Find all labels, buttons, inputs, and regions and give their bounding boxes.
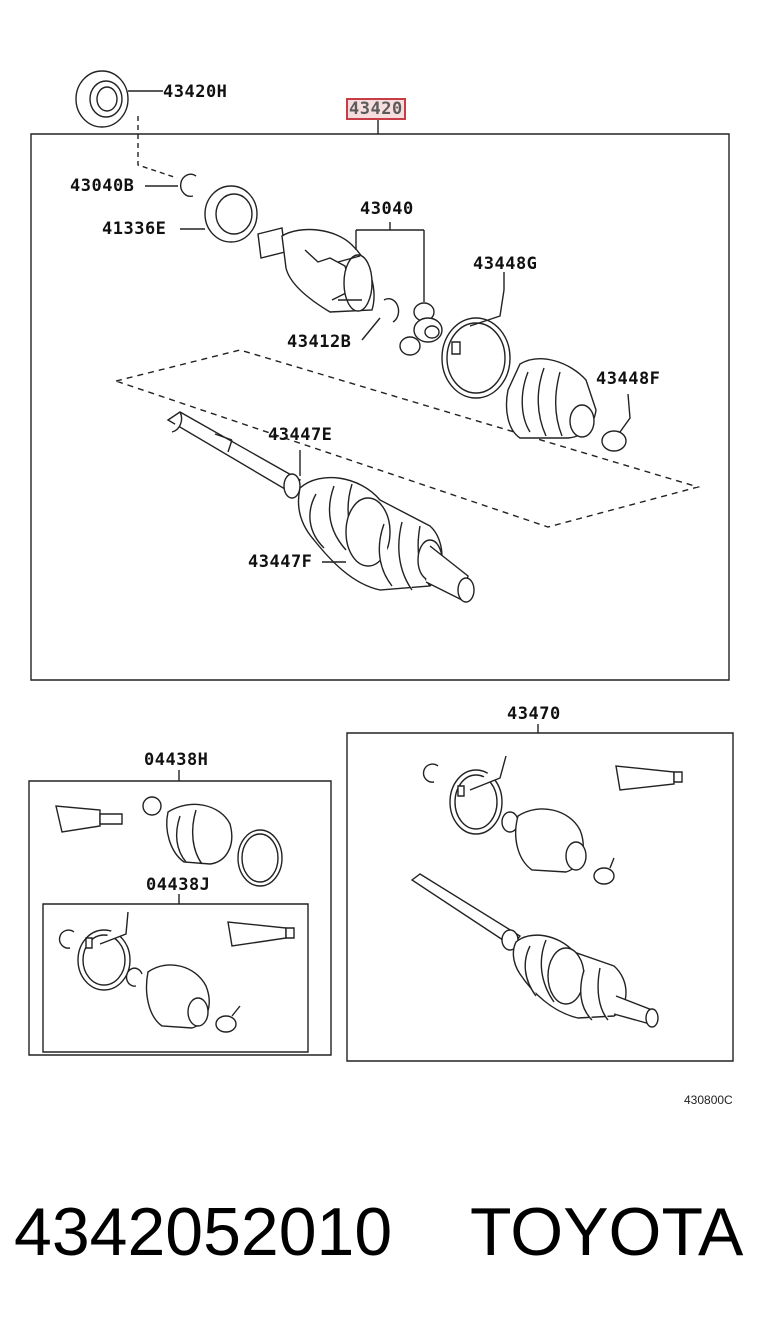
kit-label-04438h[interactable]: 04438H bbox=[144, 750, 209, 770]
kit-label-04438j[interactable]: 04438J bbox=[146, 875, 211, 895]
part-label-43040[interactable]: 43040 bbox=[360, 199, 414, 219]
snap-ring-drawing bbox=[181, 174, 196, 196]
part-label-43412b[interactable]: 43412B bbox=[287, 332, 352, 352]
shaft-group-dashed-boundary bbox=[116, 350, 698, 527]
part-label-43447e[interactable]: 43447E bbox=[268, 425, 333, 445]
oil-seal-drawing bbox=[76, 71, 163, 127]
snap-ring-43412b-drawing bbox=[384, 299, 399, 322]
kit-label-43470[interactable]: 43470 bbox=[507, 704, 561, 724]
kit-04438h-frame bbox=[29, 781, 331, 1055]
kit-04438j-frame bbox=[43, 904, 308, 1052]
part-label-43448f[interactable]: 43448F bbox=[596, 369, 661, 389]
catalog-code: 430800C bbox=[684, 1093, 733, 1107]
bearing-drawing bbox=[180, 186, 257, 242]
main-assembly-label[interactable]: 43420 bbox=[346, 98, 406, 120]
main-assembly-frame bbox=[31, 134, 729, 680]
large-clamp-drawing bbox=[442, 272, 510, 398]
kit-43470-frame bbox=[347, 733, 733, 1061]
brand-name: TOYOTA bbox=[470, 1194, 744, 1270]
leader-43412b bbox=[362, 318, 380, 340]
leader-43040 bbox=[356, 222, 424, 302]
part-label-43420h[interactable]: 43420H bbox=[163, 82, 228, 102]
part-label-43448g[interactable]: 43448G bbox=[473, 254, 538, 274]
kit-04438h-parts bbox=[56, 797, 282, 886]
kit-04438j-parts bbox=[60, 912, 294, 1032]
part-label-41336e[interactable]: 41336E bbox=[102, 219, 167, 239]
outer-race-drawing bbox=[258, 228, 374, 312]
tripod-drawing bbox=[400, 303, 442, 355]
small-clamp-drawing bbox=[602, 394, 630, 451]
seal-dashed-leader bbox=[138, 116, 177, 178]
inner-boot-drawing bbox=[507, 359, 597, 438]
part-label-43040b[interactable]: 43040B bbox=[70, 176, 135, 196]
kit-43470-parts bbox=[412, 756, 682, 1027]
part-label-43447f[interactable]: 43447F bbox=[248, 552, 313, 572]
part-number: 4342052010 bbox=[14, 1194, 393, 1270]
